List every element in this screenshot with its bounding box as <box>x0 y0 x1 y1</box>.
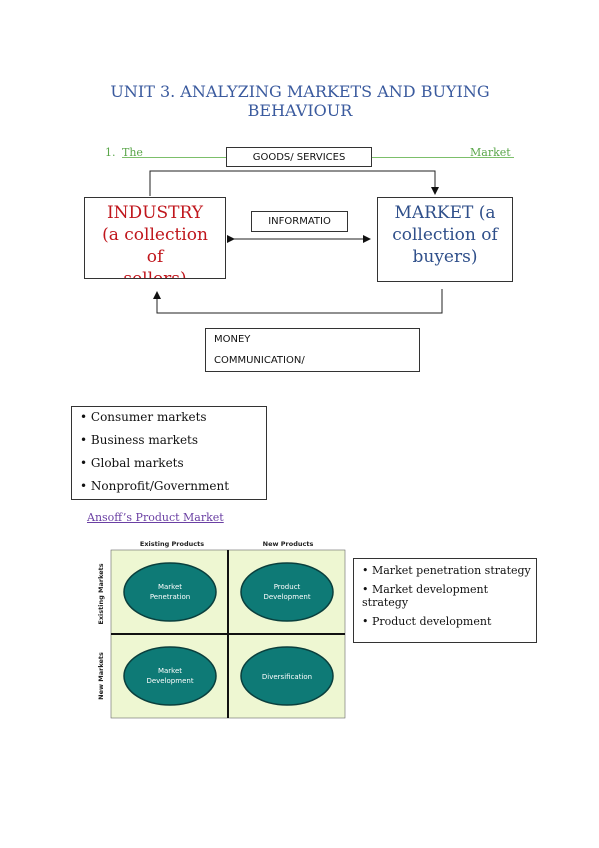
section-heading-right: Market <box>470 146 511 159</box>
money-line: MONEY <box>214 334 251 345</box>
row-header-new: New Markets <box>97 652 105 700</box>
industry-line: INDUSTRY <box>106 203 204 223</box>
money-arrow <box>153 289 443 314</box>
strategies-list: • Market penetration strategy • Market d… <box>353 558 537 643</box>
market-box: MARKET (a collection of buyers) <box>377 197 513 282</box>
list-item: • Consumer markets <box>80 410 207 424</box>
market-line: MARKET (a <box>394 203 496 223</box>
cell-label: Development <box>146 677 193 685</box>
industry-line: (a collection <box>102 225 208 245</box>
market-line: buyers) <box>412 247 478 267</box>
diversification-ellipse <box>240 646 334 706</box>
section-heading-left: The <box>122 146 143 159</box>
cell-label: Market <box>158 583 182 591</box>
money-communication-box: MONEY COMMUNICATION/ <box>205 328 420 372</box>
information-box: INFORMATIO <box>251 211 348 232</box>
list-item: • Business markets <box>80 433 199 447</box>
cell-label: Development <box>263 593 310 601</box>
section-number: 1. <box>105 146 116 159</box>
market-penetration-ellipse <box>123 562 217 622</box>
col-header-existing: Existing Products <box>140 540 204 548</box>
list-item: • Market penetration strategy <box>362 564 531 577</box>
title-line-1: UNIT 3. ANALYZING MARKETS AND BUYING <box>110 82 490 101</box>
market-types-list: • Consumer markets • Business markets • … <box>71 406 267 500</box>
industry-line: of <box>146 247 164 267</box>
row-header-existing: Existing Markets <box>97 563 105 624</box>
goods-services-box: GOODS/ SERVICES <box>226 147 372 167</box>
goods-arrow <box>149 170 439 196</box>
col-header-new: New Products <box>263 540 314 548</box>
cell-label: Market <box>158 667 182 675</box>
cell-label: Penetration <box>150 593 190 601</box>
list-item: • Market development strategy <box>362 583 489 609</box>
ansoff-heading: Ansoff’s Product Market <box>87 511 224 524</box>
money-line: COMMUNICATION/ <box>214 355 305 366</box>
ansoff-matrix: Existing Products New Products Existing … <box>97 540 346 719</box>
product-development-ellipse <box>240 562 334 622</box>
list-item: • Product development <box>362 615 492 628</box>
industry-box: INDUSTRY (a collection of sellers) <box>84 197 226 279</box>
page-title: UNIT 3. ANALYZING MARKETS AND BUYING BEH… <box>60 82 540 120</box>
cell-label: Product <box>274 583 301 591</box>
market-line: collection of <box>392 225 498 245</box>
industry-line: sellers) <box>123 269 187 279</box>
list-item: • Global markets <box>80 456 184 470</box>
list-item: • Nonprofit/Government <box>80 479 230 493</box>
title-line-2: BEHAVIOUR <box>247 101 353 120</box>
market-development-ellipse <box>123 646 217 706</box>
cell-label: Diversification <box>262 673 312 681</box>
